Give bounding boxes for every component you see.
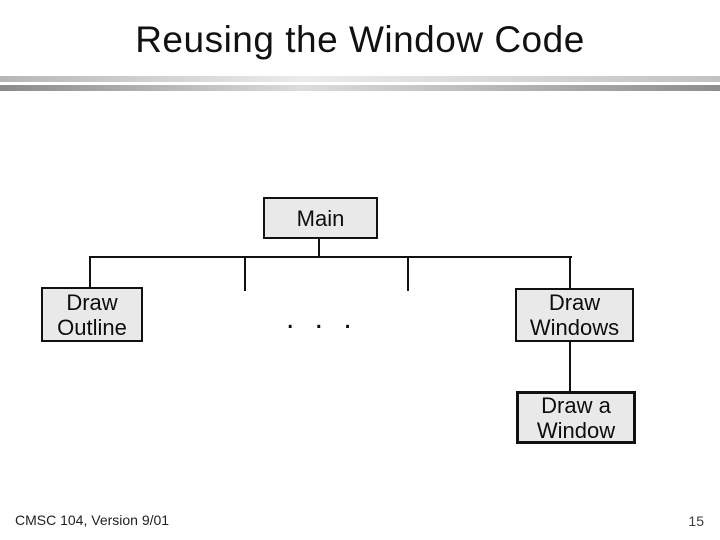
tree-node-draw-windows-line1: Draw (548, 290, 601, 315)
tree-ellipsis: . . . (286, 302, 352, 335)
connector-draw-outline-drop (89, 257, 91, 287)
connector-draw-a-window-drop (569, 341, 571, 391)
connector-draw-windows-drop (569, 257, 571, 288)
connector-main-drop (318, 238, 320, 257)
tree-node-draw-outline-line1: Draw (66, 289, 118, 315)
tree-node-draw-a-window: Draw a Window (516, 391, 636, 444)
tree-node-main-label: Main (296, 205, 345, 231)
slide-title: Reusing the Window Code (135, 19, 585, 60)
slide-number: 15 (688, 513, 704, 529)
footer-course-label: CMSC 104, Version 9/01 (15, 512, 170, 528)
title-accent-bar-top (0, 76, 720, 82)
title-accent-bar-bottom (0, 85, 720, 91)
tree-node-draw-outline: Draw Outline (41, 287, 143, 342)
tree-node-draw-outline-line2: Outline (57, 314, 127, 340)
tree-node-draw-a-window-line1: Draw a (541, 392, 611, 418)
connector-stub-right (407, 257, 409, 291)
tree-node-draw-windows: Draw Windows (515, 288, 634, 342)
connector-stub-left (244, 257, 246, 291)
tree-node-draw-windows-line2: Windows (529, 315, 620, 340)
tree-node-main: Main (263, 197, 378, 239)
connector-horizontal-rail (89, 256, 572, 258)
tree-node-draw-a-window-line2: Window (536, 417, 616, 443)
